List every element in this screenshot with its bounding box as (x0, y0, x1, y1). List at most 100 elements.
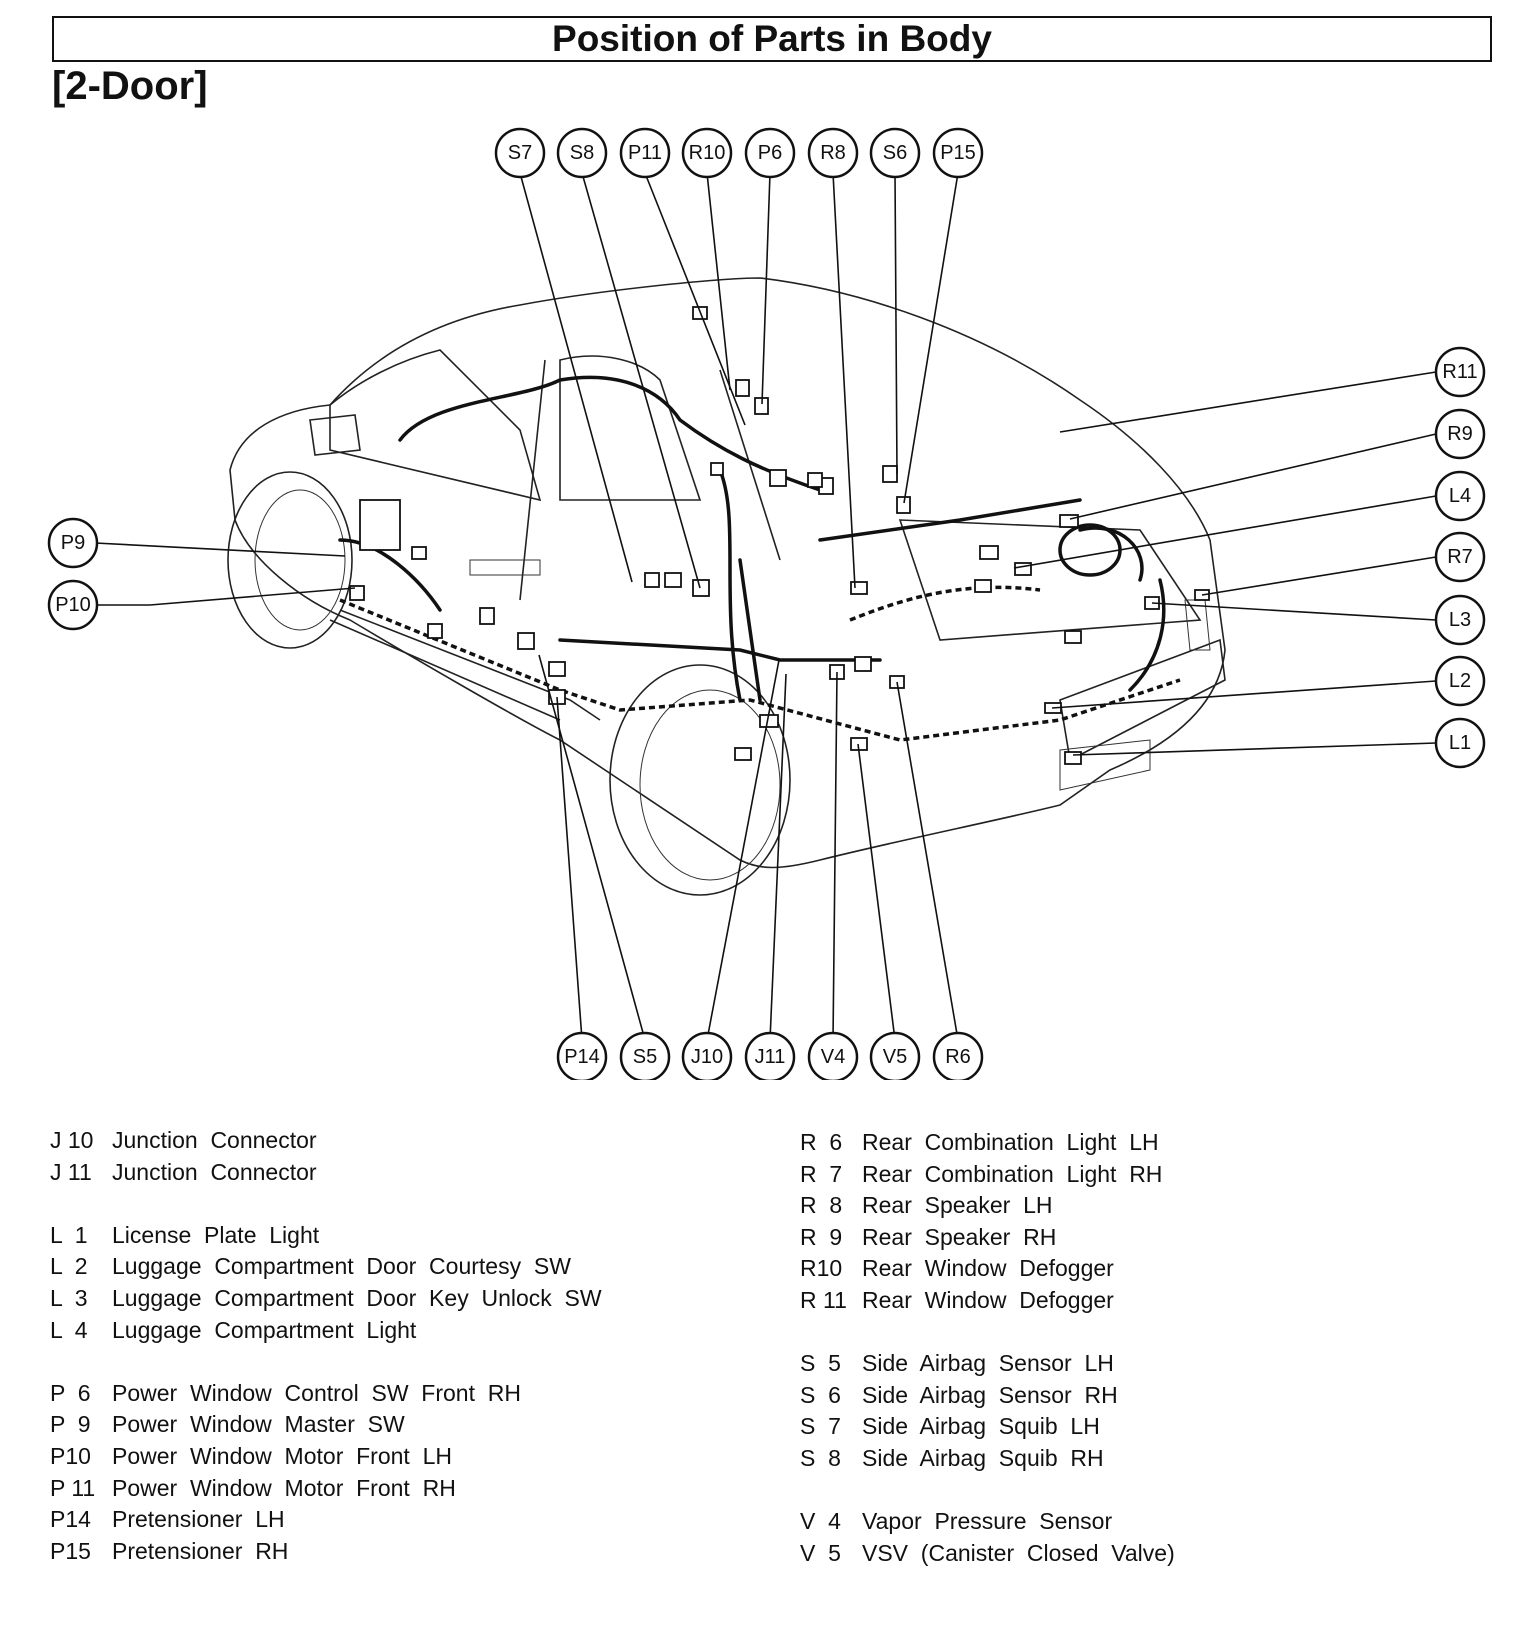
legend-name: Junction Connector (112, 1158, 317, 1185)
callout-label: V5 (883, 1046, 907, 1068)
callout-s5: S5 (619, 1031, 671, 1080)
page-title: Position of Parts in Body (552, 18, 992, 59)
callout-label: V4 (821, 1046, 845, 1068)
callout-j11: J11 (744, 1031, 796, 1080)
legend-name: Rear Window Defogger (862, 1255, 1114, 1282)
legend-name: Power Window Master SW (112, 1411, 405, 1438)
legend-code: P15 (50, 1537, 91, 1564)
legend-name: Power Window Control SW Front RH (112, 1379, 521, 1406)
legend-name: Vapor Pressure Sensor (862, 1508, 1113, 1535)
legend-code: S 5 (800, 1350, 841, 1377)
legend-code: J 11 (50, 1158, 92, 1185)
legend-item: P 9 Power Window Master SW (50, 1409, 602, 1441)
callout-circle (807, 127, 859, 179)
callout-circle (869, 127, 921, 179)
legend-name: VSV (Canister Closed Valve) (862, 1539, 1175, 1566)
page-subtitle: [2-Door] (52, 64, 208, 108)
callout-v5: V5 (869, 1031, 921, 1080)
legend-name: Rear Combination Light RH (862, 1160, 1163, 1187)
legend-item: L 4 Luggage Compartment Light (50, 1315, 602, 1347)
callout-circle (681, 127, 733, 179)
callout-r9: R9 (1434, 408, 1486, 460)
legend-item: P 6 Power Window Control SW Front RH (50, 1378, 602, 1410)
legend-name: Power Window Motor Front LH (112, 1442, 452, 1469)
callout-circle (744, 1031, 796, 1080)
legend-code: J 10 (50, 1127, 94, 1153)
callout-l3: L3 (1434, 594, 1486, 646)
callout-label: P15 (940, 142, 976, 164)
legend-code: S 6 (800, 1381, 841, 1408)
callout-p11: P11 (619, 127, 671, 179)
callout-label: J10 (691, 1046, 723, 1068)
callout-l1: L1 (1434, 717, 1486, 769)
callout-label: L2 (1449, 670, 1471, 692)
legend-code: P 9 (50, 1411, 91, 1438)
legend-code: L 2 (50, 1253, 88, 1280)
callout-circle (1434, 408, 1486, 460)
callout-circle (807, 1031, 859, 1080)
car-outline (227, 277, 1226, 896)
callout-l4: L4 (1434, 470, 1486, 522)
legend-code: R 11 (800, 1286, 847, 1313)
callout-label: P14 (564, 1046, 600, 1068)
legend-name: Side Airbag Squib RH (862, 1444, 1104, 1471)
callout-p9: P9 (47, 517, 99, 569)
callout-circle (556, 1031, 608, 1080)
callout-label: R6 (945, 1046, 971, 1068)
legend-name: Rear Combination Light LH (862, 1129, 1159, 1155)
legend-code: P 11 (50, 1474, 96, 1501)
callout-circle (1434, 594, 1486, 646)
legend-gap (800, 1317, 1175, 1349)
callout-v4: V4 (807, 1031, 859, 1080)
callout-p10: P10 (47, 579, 99, 631)
callout-label: P10 (55, 594, 91, 616)
legend-code: P 6 (50, 1379, 91, 1406)
legend-code: L 4 (50, 1316, 88, 1343)
callout-circle (681, 1031, 733, 1080)
callout-label: R8 (820, 142, 846, 164)
leader-lines (94, 172, 1437, 1041)
callout-label: R9 (1447, 423, 1473, 445)
legend-name: Luggage Compartment Light (112, 1316, 417, 1343)
callout-label: S8 (570, 142, 594, 164)
callout-label: R10 (689, 142, 726, 164)
legend-item: V 5 VSV (Canister Closed Valve) (800, 1538, 1175, 1570)
legend-code: S 7 (800, 1413, 841, 1440)
callout-r11: R11 (1434, 346, 1486, 398)
callout-circle (619, 1031, 671, 1080)
legend-code: R 8 (800, 1192, 843, 1219)
legend-code: V 5 (800, 1539, 841, 1566)
callout-label: P6 (758, 142, 782, 164)
legend-code: R 9 (800, 1223, 843, 1250)
callout-r7: R7 (1434, 531, 1486, 583)
callout-label: L3 (1449, 609, 1471, 631)
callout-s6: S6 (869, 127, 921, 179)
callout-circle (869, 1031, 921, 1080)
callout-circle (1434, 346, 1486, 398)
legend-name: Side Airbag Squib LH (862, 1413, 1100, 1440)
callout-circle (932, 127, 984, 179)
legend-code: L 3 (50, 1284, 88, 1311)
callout-label: L4 (1449, 485, 1471, 507)
callout-p6: P6 (744, 127, 796, 179)
callout-circle (932, 1031, 984, 1080)
callout-l2: L2 (1434, 655, 1486, 707)
legend-gap (50, 1346, 602, 1378)
legend-code: V 4 (800, 1508, 841, 1535)
callout-circle (1434, 470, 1486, 522)
